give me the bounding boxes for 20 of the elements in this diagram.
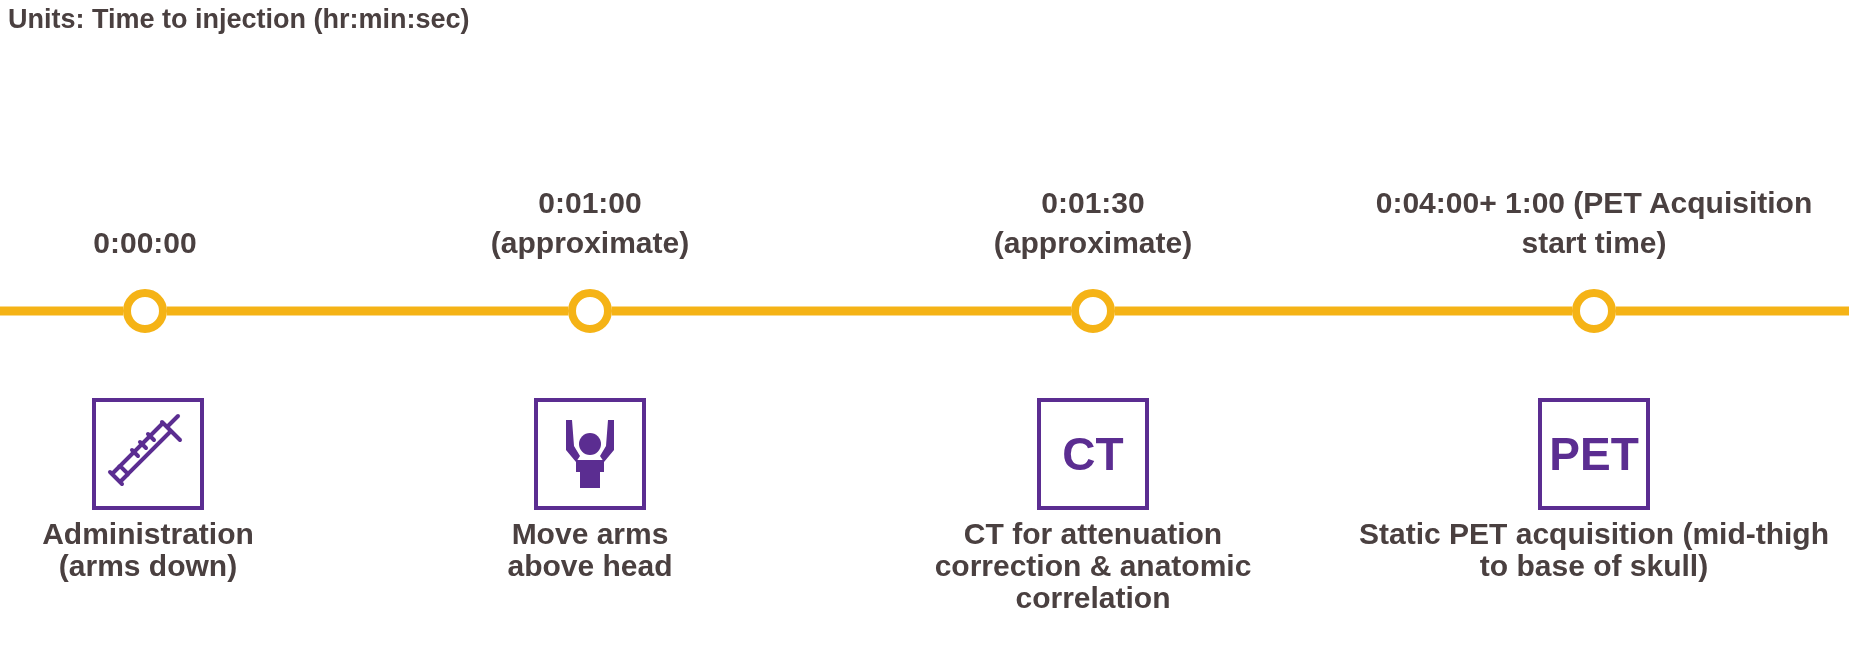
time-label: 0:04:00+ 1:00 (PET Acquisition start time) — [1374, 185, 1814, 261]
time-label: 0:01:30 (approximate) — [992, 185, 1194, 261]
timeline-line — [1115, 306, 1572, 316]
step-caption: Static PET acquisition (mid-thigh to base of skull) — [1359, 518, 1829, 582]
timeline-marker — [568, 289, 612, 333]
step-caption: Administration (arms down) — [41, 518, 255, 582]
units-title: Units: Time to injection (hr:min:sec) — [8, 4, 470, 35]
timeline-marker — [123, 289, 167, 333]
timeline-marker — [1572, 289, 1616, 333]
timeline-line — [167, 306, 568, 316]
step-caption: Move arms above head — [506, 518, 674, 582]
timeline-marker — [1071, 289, 1115, 333]
time-label: 0:01:00 (approximate) — [489, 185, 691, 261]
timeline-line — [1616, 306, 1849, 316]
modality-box: PET — [1538, 398, 1650, 510]
modality-box: CT — [1037, 398, 1149, 510]
timeline-line — [0, 306, 123, 316]
step-caption: CT for attenuation correction & anatomic correlation — [933, 518, 1253, 614]
timeline-line — [612, 306, 1071, 316]
time-label: 0:00:00 — [92, 225, 198, 261]
